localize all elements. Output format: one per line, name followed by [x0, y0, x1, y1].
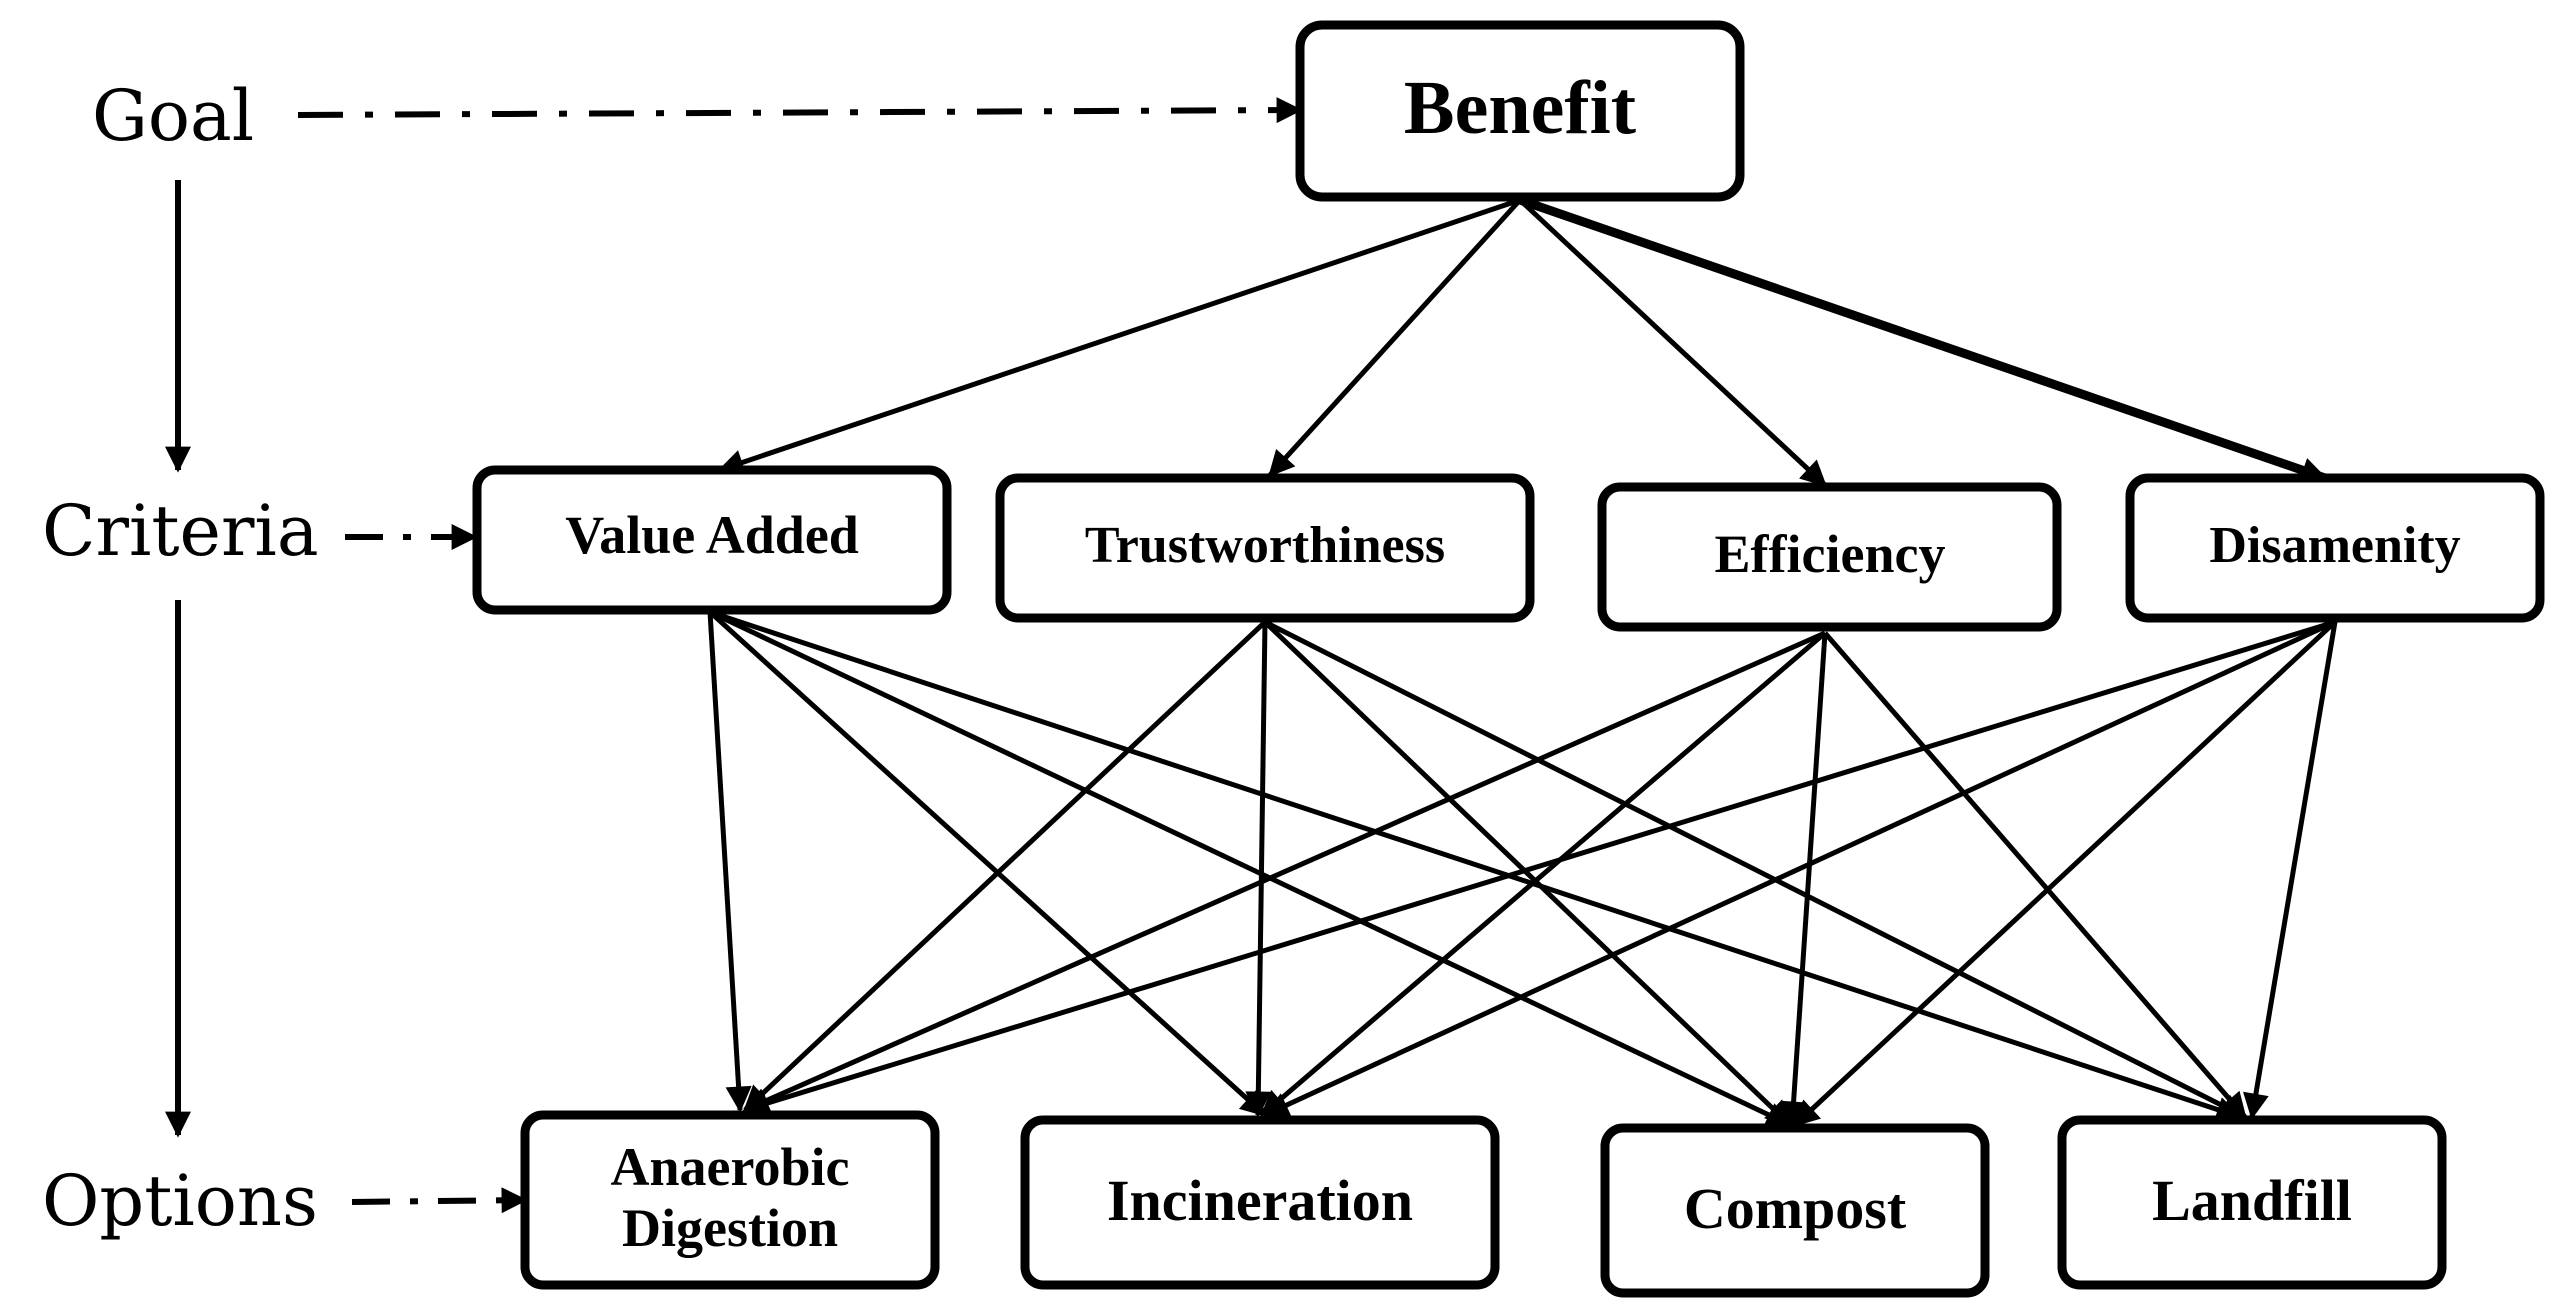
option-node-label-line2: Digestion	[622, 1198, 838, 1258]
edge-benefit-efficiency	[1518, 198, 1827, 487]
edge-benefit-trustworthiness	[1268, 198, 1522, 477]
edge-value-added-anaerobic	[707, 611, 752, 1113]
pointer-options	[351, 1187, 528, 1214]
goal-node-benefit: Benefit	[1295, 20, 1745, 202]
edge-value-added-compost	[708, 609, 1793, 1128]
criteria-node-label: Trustworthiness	[1085, 517, 1445, 574]
edge-disamenity-compost	[1793, 620, 2337, 1127]
option-node-label-line1: Anaerobic	[611, 1137, 850, 1197]
edge-trustworthiness-compost	[1263, 620, 1792, 1127]
criteria-node-label: Value Added	[565, 505, 859, 565]
edge-efficiency-landfill	[1823, 631, 2247, 1119]
edge-trustworthiness-landfill	[1263, 619, 2248, 1120]
criteria-node-disamenity: Disamenity	[2125, 473, 2545, 623]
edge-trustworthiness-incineration	[1245, 621, 1272, 1118]
edge-trustworthiness-anaerobic	[743, 620, 1267, 1112]
option-node-label: Compost	[1684, 1176, 1907, 1241]
edge-disamenity-incineration	[1262, 619, 2337, 1118]
level-axis: Goal Criteria Options	[42, 75, 1303, 1242]
edge-benefit-disamenity	[1518, 195, 2328, 483]
goal-node-label: Benefit	[1404, 66, 1636, 150]
option-node-compost: Compost	[1600, 1123, 1990, 1298]
edge-disamenity-anaerobic	[742, 619, 2336, 1116]
edge-efficiency-incineration	[1260, 631, 1827, 1117]
level-label-options: Options	[42, 1160, 318, 1242]
pointer-goal	[297, 97, 1303, 124]
criteria-to-options-edges	[707, 609, 2338, 1128]
edge-efficiency-compost	[1780, 632, 1828, 1128]
criteria-node-efficiency: Efficiency	[1597, 482, 2062, 632]
level-label-criteria: Criteria	[42, 490, 319, 572]
option-node-label: Landfill	[2152, 1168, 2352, 1233]
edge-disamenity-landfill	[2243, 621, 2338, 1120]
edge-value-added-landfill	[709, 609, 2243, 1123]
goal-to-criteria-edges	[717, 195, 2328, 487]
criteria-node-label: Efficiency	[1715, 524, 1946, 584]
edge-benefit-value-added	[717, 197, 1521, 475]
edge-efficiency-anaerobic	[742, 630, 1827, 1113]
option-node-label: Incineration	[1107, 1168, 1413, 1233]
option-node-landfill: Landfill	[2057, 1115, 2447, 1290]
criteria-node-trustworthiness: Trustworthiness	[995, 473, 1535, 623]
criteria-node-value-added: Value Added	[472, 465, 952, 615]
criteria-node-label: Disamenity	[2209, 517, 2460, 574]
option-node-anaerobic-digestion: Anaerobic Digestion	[520, 1110, 940, 1290]
option-node-incineration: Incineration	[1020, 1115, 1500, 1290]
edge-value-added-incineration	[708, 610, 1267, 1117]
level-label-goal: Goal	[92, 75, 254, 157]
